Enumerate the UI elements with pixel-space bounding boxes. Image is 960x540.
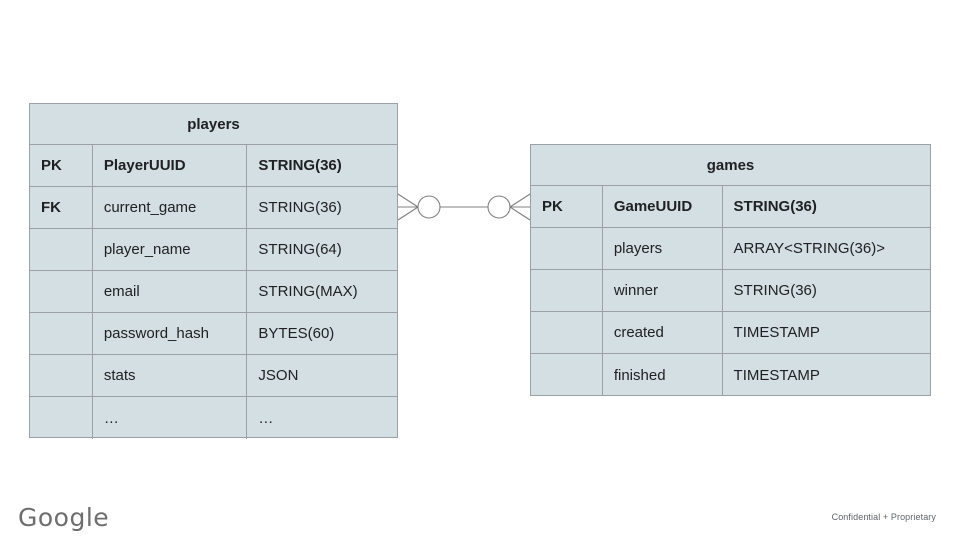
row-field: password_hash — [93, 313, 248, 354]
table-title-games: games — [531, 145, 930, 186]
row-key — [531, 312, 603, 353]
table-row: winner STRING(36) — [531, 270, 930, 312]
row-key: PK — [30, 145, 93, 186]
row-field: players — [603, 228, 723, 269]
crowsfoot-many-left — [397, 193, 419, 221]
row-field: current_game — [93, 187, 248, 228]
row-key: FK — [30, 187, 93, 228]
row-type: STRING(36) — [258, 157, 342, 174]
row-key — [30, 313, 93, 354]
row-type: STRING(36) — [733, 198, 817, 215]
row-type: JSON — [258, 367, 299, 384]
row-type: ARRAY<STRING(36)> — [733, 240, 885, 257]
row-field: email — [93, 271, 248, 312]
row-type: STRING(36) — [733, 282, 817, 299]
table-row: finished TIMESTAMP — [531, 354, 930, 396]
entity-table-games: games PK GameUUID STRING(36) players ARR… — [530, 144, 931, 396]
table-row: email STRING(MAX) — [30, 271, 397, 313]
table-row: players ARRAY<STRING(36)> — [531, 228, 930, 270]
table-row: PK GameUUID STRING(36) — [531, 186, 930, 228]
crowsfoot-many-right — [509, 193, 531, 221]
row-key — [531, 354, 603, 396]
table-row: player_name STRING(64) — [30, 229, 397, 271]
row-type: … — [258, 409, 274, 427]
row-key — [531, 228, 603, 269]
row-key — [30, 271, 93, 312]
row-type: BYTES(60) — [258, 325, 335, 342]
entity-table-players: players PK PlayerUUID STRING(36) FK curr… — [29, 103, 398, 439]
row-field: GameUUID — [603, 186, 723, 227]
confidentiality-note: Confidential + Proprietary — [831, 512, 936, 522]
table-row: stats JSON — [30, 355, 397, 397]
row-field: winner — [603, 270, 723, 311]
row-field: PlayerUUID — [93, 145, 248, 186]
row-key — [30, 355, 93, 396]
row-field: player_name — [93, 229, 248, 270]
row-type: STRING(MAX) — [258, 283, 358, 300]
row-key — [30, 229, 93, 270]
row-field: … — [93, 397, 248, 439]
table-row: FK current_game STRING(36) — [30, 187, 397, 229]
row-type: STRING(64) — [258, 241, 342, 258]
row-type: TIMESTAMP — [733, 324, 820, 341]
row-type: TIMESTAMP — [733, 366, 820, 384]
table-row: … … — [30, 397, 397, 439]
cardinality-zero-circle-left — [417, 195, 441, 219]
row-field: created — [603, 312, 723, 353]
table-row: password_hash BYTES(60) — [30, 313, 397, 355]
row-field: stats — [93, 355, 248, 396]
row-field: finished — [603, 354, 723, 396]
cardinality-zero-circle-right — [487, 195, 511, 219]
row-key: PK — [531, 186, 603, 227]
row-type: STRING(36) — [258, 199, 342, 216]
row-key — [30, 397, 93, 439]
table-title-players: players — [30, 104, 397, 145]
table-row: PK PlayerUUID STRING(36) — [30, 145, 397, 187]
table-row: created TIMESTAMP — [531, 312, 930, 354]
relationship-connector-players-games — [397, 193, 531, 221]
google-logo: Google — [18, 503, 110, 532]
row-key — [531, 270, 603, 311]
